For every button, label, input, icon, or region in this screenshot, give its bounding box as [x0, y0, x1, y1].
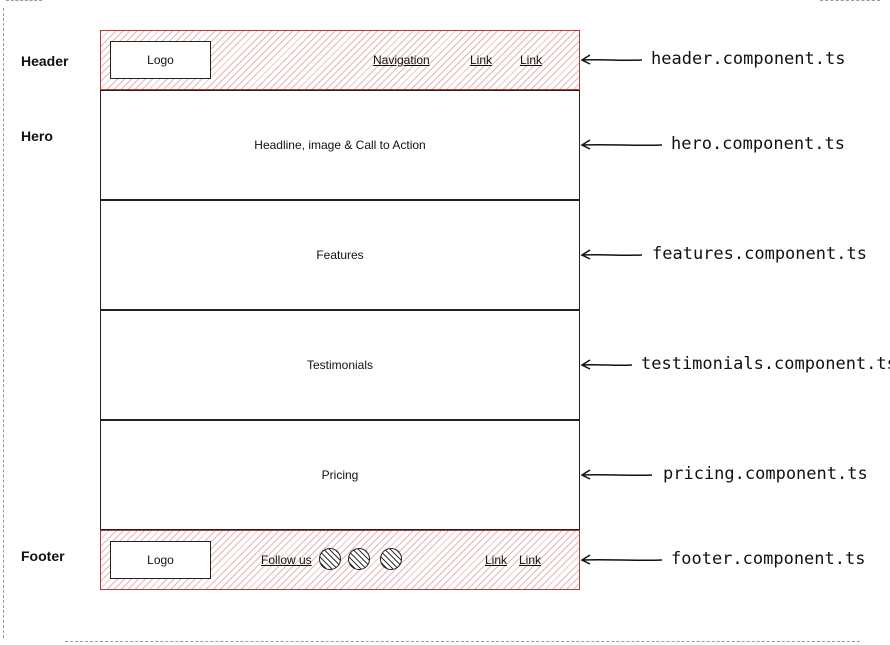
header-component-file-label: header.component.ts — [651, 49, 846, 69]
hero-component-file-label: hero.component.ts — [671, 134, 845, 154]
frame-left-edge — [3, 8, 4, 638]
frame-top-edge-left — [6, 0, 42, 1]
follow-us-link[interactable]: Follow us — [261, 553, 312, 567]
features-arrow — [580, 249, 643, 260]
pricing-section-text: Pricing — [321, 468, 359, 482]
header-arrow — [580, 54, 643, 65]
header-navigation-link[interactable]: Navigation — [373, 53, 430, 67]
frame-top-edge-right — [820, 0, 880, 1]
social-icon-1[interactable] — [319, 548, 341, 570]
footer-logo[interactable]: Logo — [110, 541, 211, 579]
hero-section-text: Headline, image & Call to Action — [254, 138, 426, 152]
header-band: Logo Navigation Link Link — [100, 30, 580, 90]
pricing-section: Pricing — [100, 420, 580, 530]
hero-section: Headline, image & Call to Action — [100, 90, 580, 200]
testimonials-section: Testimonials — [100, 310, 580, 420]
footer-link-1[interactable]: Link — [485, 553, 508, 567]
footer-link-2[interactable]: Link — [519, 553, 542, 567]
pricing-arrow — [580, 469, 653, 480]
features-section-text: Features — [316, 248, 364, 262]
footer-arrow — [580, 554, 663, 565]
testimonials-section-text: Testimonials — [306, 358, 374, 372]
features-component-file-label: features.component.ts — [652, 244, 867, 264]
header-link-2[interactable]: Link — [520, 53, 543, 67]
pricing-component-file-label: pricing.component.ts — [663, 464, 868, 484]
header-logo[interactable]: Logo — [110, 41, 211, 79]
footer-section-label: Footer — [21, 548, 65, 564]
testimonials-arrow — [580, 359, 633, 370]
testimonials-component-file-label: testimonials.component.ts — [641, 354, 890, 374]
hero-section-label: Hero — [21, 128, 53, 144]
social-icon-3[interactable] — [380, 548, 402, 570]
footer-band: Logo Follow us Link Link — [100, 530, 580, 590]
footer-component-file-label: footer.component.ts — [671, 549, 866, 569]
social-icon-2[interactable] — [348, 548, 370, 570]
hero-arrow — [580, 139, 663, 150]
header-link-1[interactable]: Link — [470, 53, 493, 67]
header-section-label: Header — [21, 53, 69, 69]
features-section: Features — [100, 200, 580, 310]
frame-bottom-edge — [65, 641, 860, 642]
